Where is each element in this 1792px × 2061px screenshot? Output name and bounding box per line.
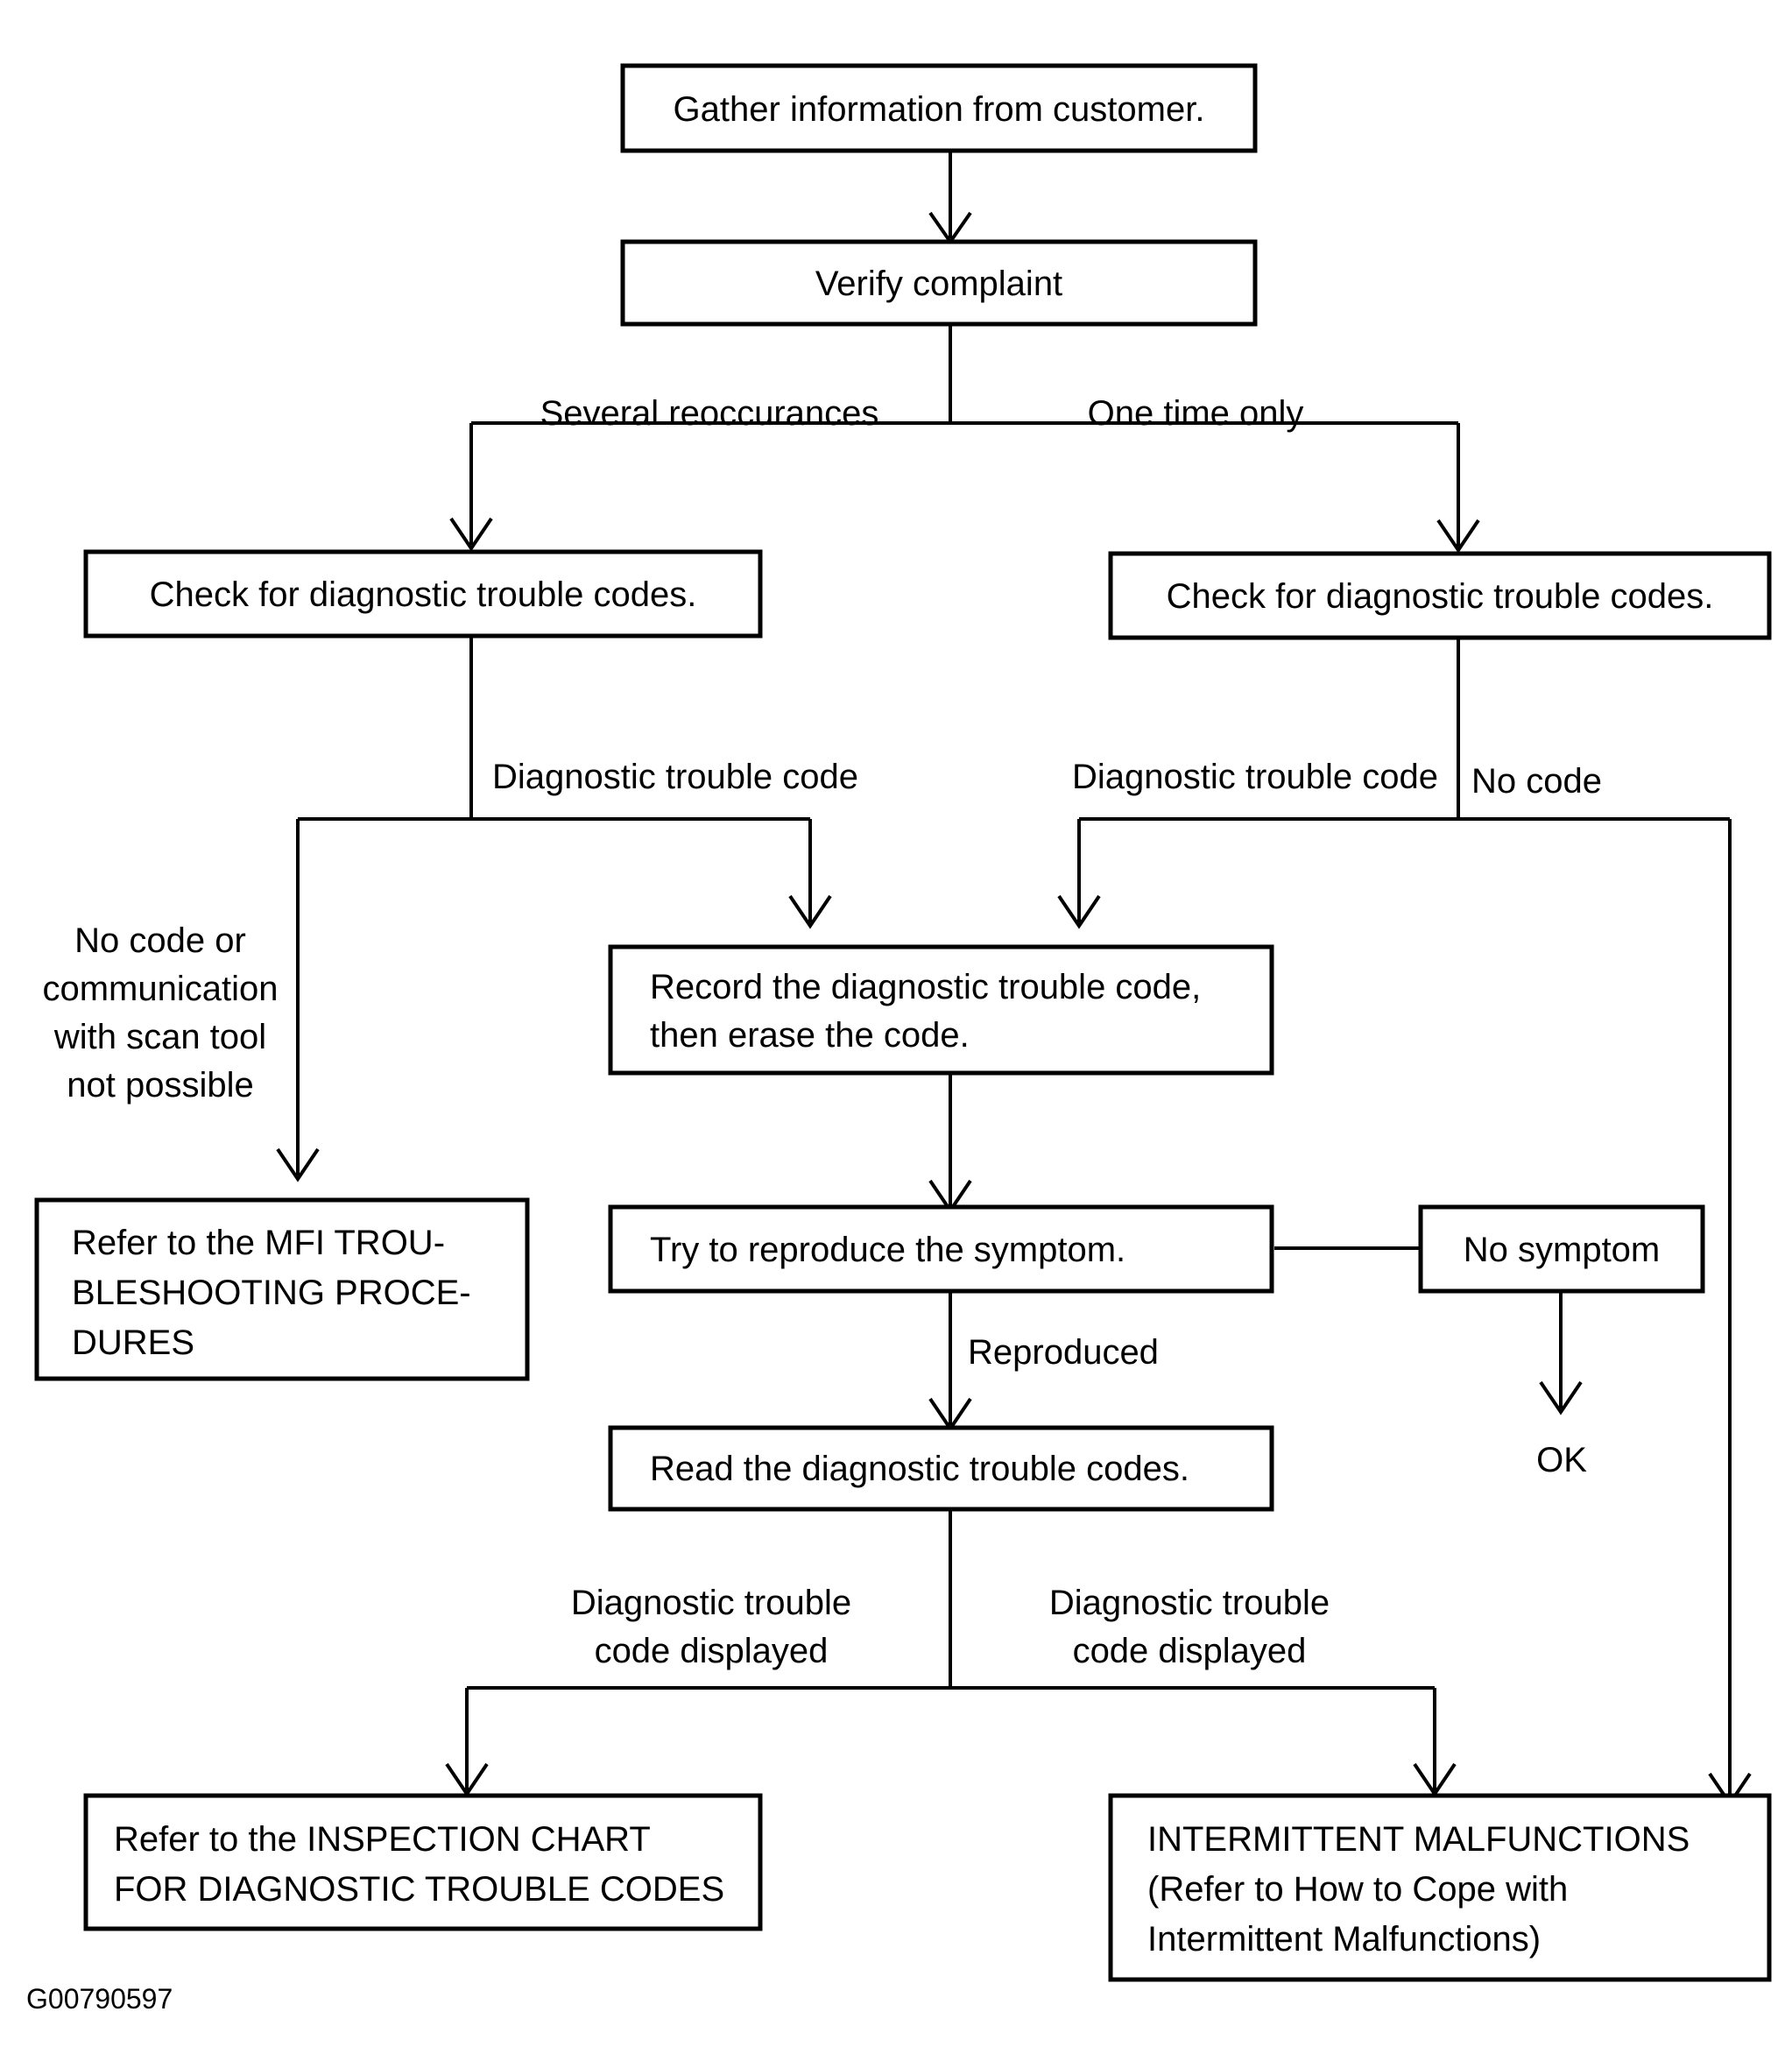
edge-label-no-code-or-line1: No code or — [74, 921, 246, 960]
edge-label-code-displayed-right-line2: code displayed — [1073, 1632, 1307, 1670]
node-intermittent-malfunctions-line3: Intermittent Malfunctions) — [1147, 1920, 1541, 1959]
node-read-trouble-codes[interactable]: Read the diagnostic trouble codes. — [608, 1425, 1274, 1512]
edge-label-no-code: No code — [1471, 762, 1602, 801]
node-record-erase-code-line1: Record the diagnostic trouble code, — [650, 968, 1201, 1006]
node-check-codes-right[interactable]: Check for diagnostic trouble codes. — [1108, 551, 1772, 640]
edge-label-code-displayed-left-line1: Diagnostic trouble — [571, 1584, 851, 1622]
node-record-erase-code-line2: then erase the code. — [650, 1016, 970, 1055]
edge-label-reproduced: Reproduced — [968, 1333, 1159, 1372]
edge-record-to-reproduce — [928, 1073, 972, 1214]
node-refer-mfi-line2: BLESHOOTING PROCE- — [72, 1274, 471, 1312]
edge-nosymptom-to-ok — [1539, 1291, 1583, 1415]
node-gather-information-label: Gather information from customer. — [674, 90, 1205, 129]
node-refer-inspection-chart[interactable]: Refer to the INSPECTION CHART FOR DIAGNO… — [83, 1793, 763, 1931]
edge-label-no-code-or-line2: communication — [42, 970, 278, 1008]
node-read-trouble-codes-label: Read the diagnostic trouble codes. — [650, 1450, 1189, 1488]
node-no-symptom-label: No symptom — [1464, 1231, 1661, 1269]
node-intermittent-malfunctions-line2: (Refer to How to Cope with — [1147, 1870, 1568, 1909]
node-check-codes-right-label: Check for diagnostic trouble codes. — [1167, 577, 1714, 616]
node-refer-inspection-chart-line2: FOR DIAGNOSTIC TROUBLE CODES — [114, 1870, 724, 1909]
node-try-reproduce-symptom[interactable]: Try to reproduce the symptom. — [608, 1204, 1274, 1294]
node-gather-information[interactable]: Gather information from customer. — [620, 63, 1258, 153]
node-refer-mfi-troubleshooting[interactable]: Refer to the MFI TROU- BLESHOOTING PROCE… — [34, 1197, 530, 1381]
node-refer-mfi-line1: Refer to the MFI TROU- — [72, 1224, 445, 1262]
node-try-reproduce-symptom-label: Try to reproduce the symptom. — [650, 1231, 1125, 1269]
node-intermittent-malfunctions-line1: INTERMITTENT MALFUNCTIONS — [1147, 1820, 1690, 1859]
node-record-erase-code[interactable]: Record the diagnostic trouble code, then… — [608, 944, 1274, 1076]
edge-label-ok: OK — [1536, 1441, 1587, 1479]
edge-label-code-displayed-right-line1: Diagnostic trouble — [1049, 1584, 1330, 1622]
edge-gather-to-verify — [928, 151, 972, 245]
edge-label-no-code-or-line4: not possible — [67, 1066, 253, 1105]
node-verify-complaint[interactable]: Verify complaint — [620, 239, 1258, 327]
node-refer-inspection-chart-line1: Refer to the INSPECTION CHART — [114, 1820, 651, 1859]
node-check-codes-left[interactable]: Check for diagnostic trouble codes. — [83, 549, 763, 639]
edge-label-diagnostic-trouble-code-left: Diagnostic trouble code — [492, 758, 858, 796]
node-refer-mfi-line3: DURES — [72, 1323, 194, 1362]
edge-label-diagnostic-trouble-code-right: Diagnostic trouble code — [1072, 758, 1438, 796]
node-check-codes-left-label: Check for diagnostic trouble codes. — [150, 575, 697, 614]
edge-left-check-split — [276, 636, 832, 1182]
node-intermittent-malfunctions[interactable]: INTERMITTENT MALFUNCTIONS (Refer to How … — [1108, 1793, 1772, 1982]
edge-label-several-reoccurances: Several reoccurances — [540, 394, 879, 433]
node-verify-complaint-label: Verify complaint — [815, 265, 1062, 303]
edge-verify-split — [449, 324, 1480, 554]
edge-label-no-code-or-line3: with scan tool — [53, 1018, 266, 1056]
figure-caption: G00790597 — [26, 1983, 173, 2015]
edge-reproduce-to-readcodes — [928, 1291, 972, 1432]
node-no-symptom[interactable]: No symptom — [1418, 1204, 1705, 1294]
edge-label-code-displayed-left-line2: code displayed — [595, 1632, 829, 1670]
edge-label-one-time-only: One time only — [1088, 394, 1304, 433]
